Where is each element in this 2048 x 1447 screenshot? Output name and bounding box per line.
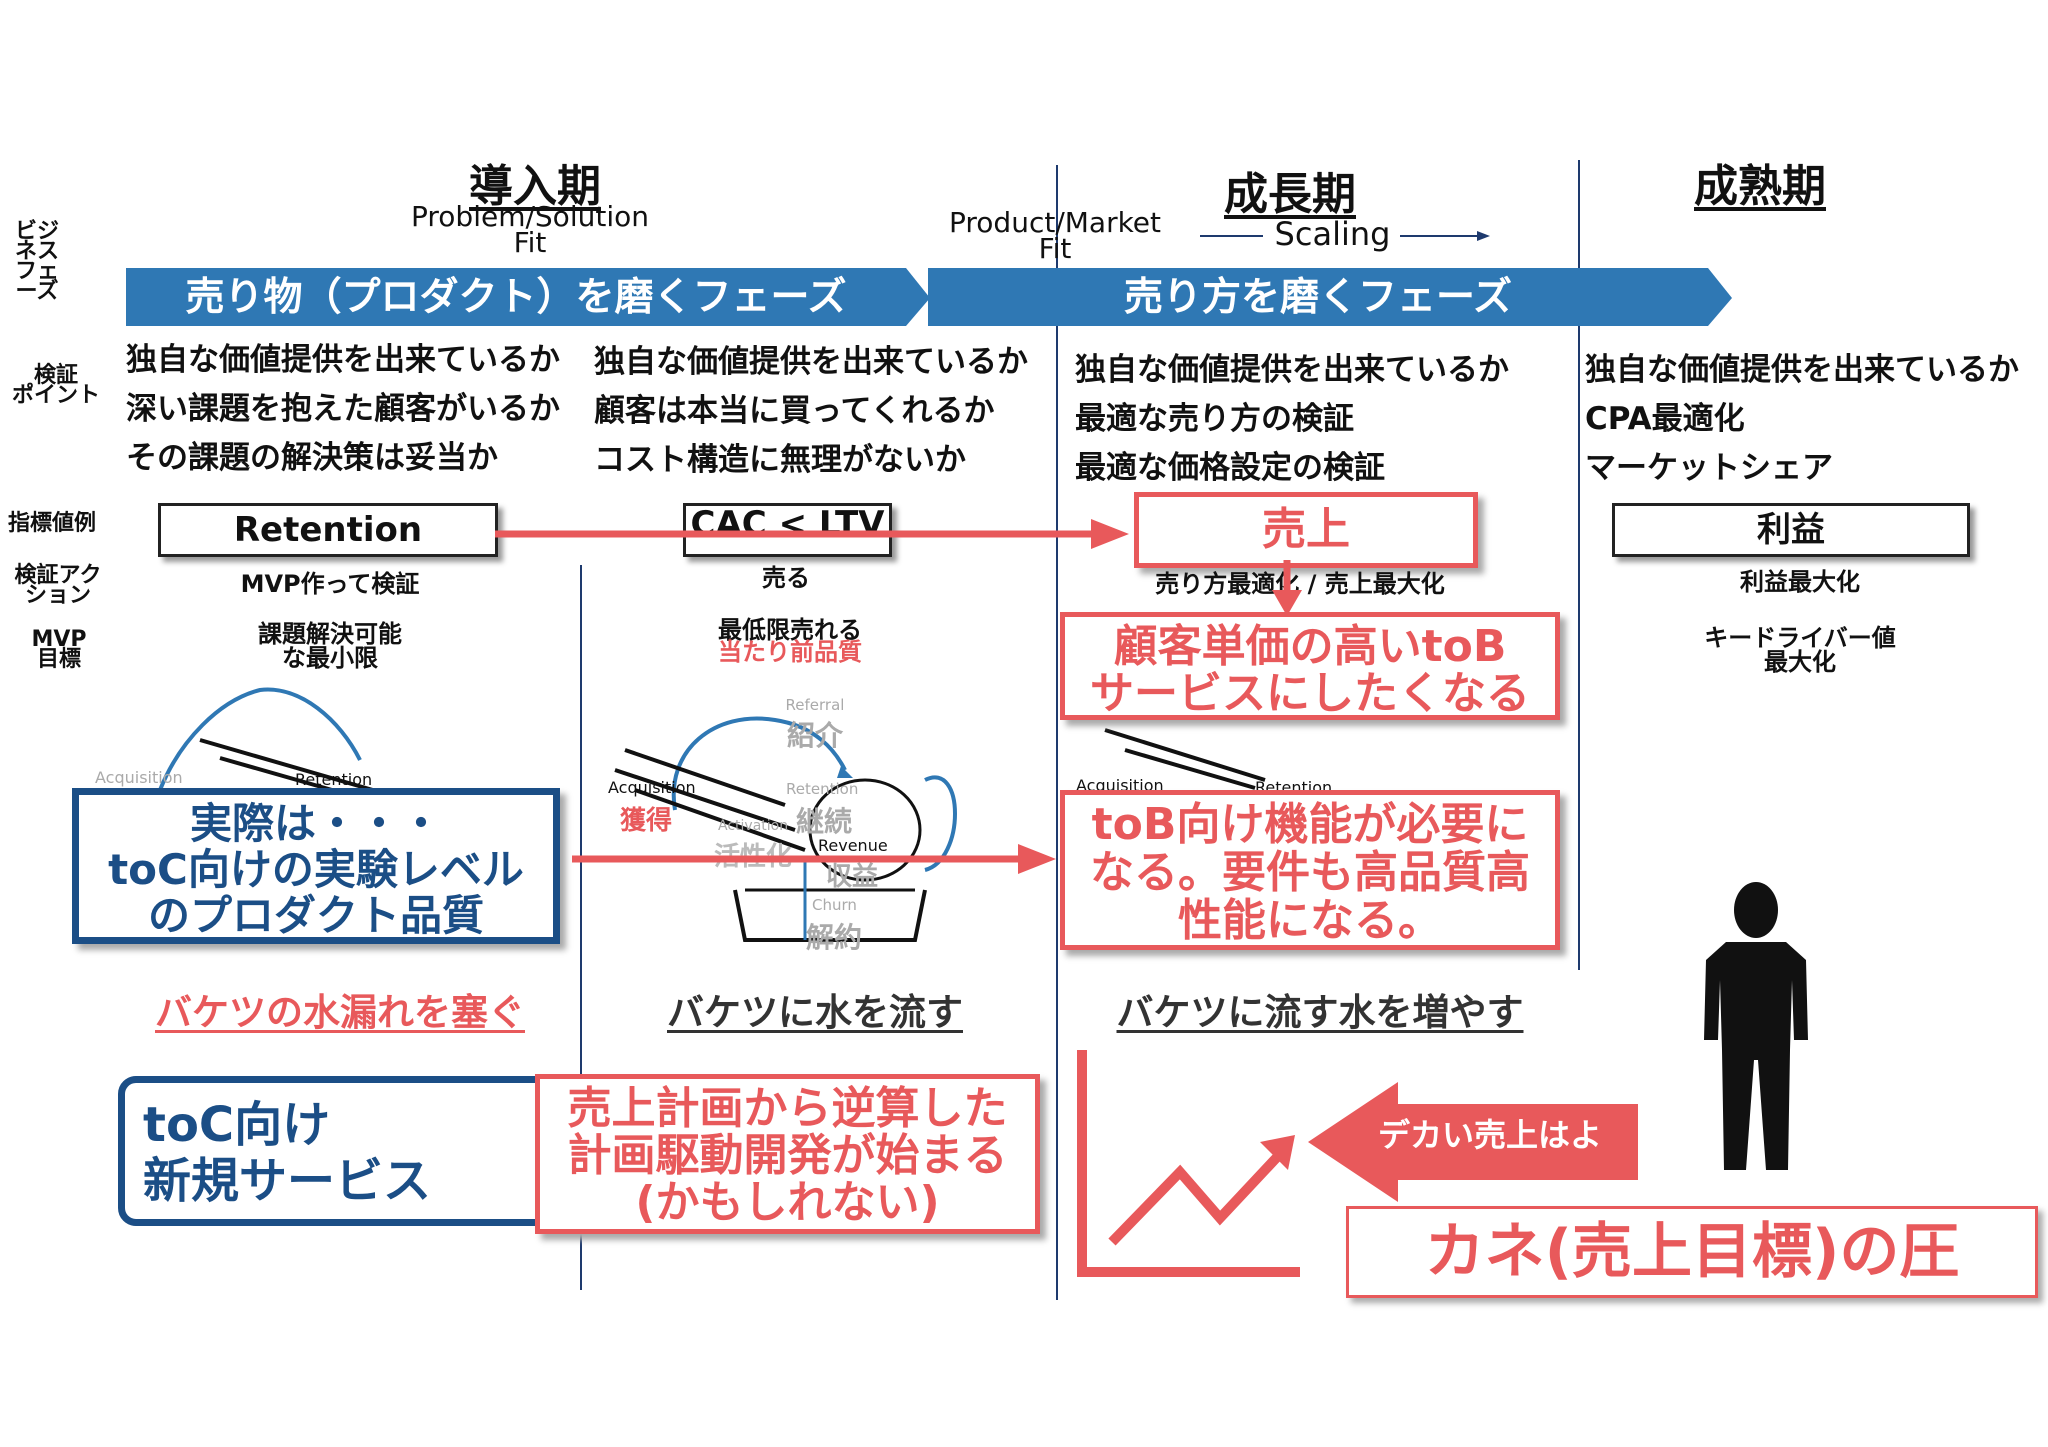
kpi-cac-ltv: CAC < LTV [683, 503, 892, 557]
mvp-col2-b: 当たり前品質 [718, 638, 862, 666]
banner-right [928, 268, 1732, 326]
row-label-metric-example: 指標値例 [8, 511, 97, 536]
row-label-business-phase: ビジネス フェーズ [14, 219, 59, 304]
callout-toc-new: toC向け 新規サービス [118, 1076, 558, 1226]
scaling-label: Scaling [1274, 215, 1391, 253]
check-points-col3: 独自な価値提供を出来ているか 最適な売り方の検証 最適な価格設定の検証 [1075, 352, 1509, 486]
growth-chart-icon [1077, 1050, 1300, 1277]
funnel-col2-churn: Churn [812, 896, 857, 914]
callout-money-pressure: カネ(売上目標)の圧 [1346, 1206, 2038, 1298]
check-points-col1: 独自な価値提供を出来ているか 深い課題を抱えた顧客がいるか その課題の解決策は妥… [126, 342, 560, 476]
callout-reality: 実際は・・・ toC向けの実験レベル のプロダクト品質 [72, 788, 560, 944]
banner-left [126, 268, 930, 326]
check-points-col2: 独自な価値提供を出来ているか 顧客は本当に買ってくれるか コスト構造に無理がない… [594, 344, 1028, 478]
kpi-profit: 利益 [1612, 503, 1970, 557]
arrow-reality-to-tob [572, 844, 1056, 874]
funnel-col2-retention: Retention [786, 780, 859, 798]
funnel-diagram-col3 [1104, 728, 1266, 790]
funnel-col2-referral-jp: 紹介 [786, 719, 843, 752]
callout-tob-features: toB向け機能が必要に なる。要件も高品質高 性能になる。 [1060, 790, 1560, 950]
funnel-col2-referral: Referral [785, 696, 845, 714]
funnel-diagram-col2 [614, 716, 957, 942]
action-col4: 利益最大化 [1740, 568, 1860, 596]
arrow-sales-down [1272, 560, 1302, 616]
divider-line-1 [580, 565, 582, 1290]
bucket-caption-col1: バケツの水漏れを塞ぐ [155, 991, 525, 1034]
funnel-col2-revenue-jp: 収益 [826, 862, 879, 892]
person-silhouette-icon [1704, 882, 1808, 1170]
row-label-check-point: 検証 ポイント [11, 363, 100, 408]
funnel-col2-acquisition-jp: 獲得 [620, 806, 673, 836]
mvp-col1: 課題解決可能 な最小限 [258, 620, 402, 672]
scaling-arrow [1200, 231, 1490, 241]
funnel-col2-revenue: Revenue [818, 836, 888, 855]
action-col2: 売る [762, 564, 810, 592]
callout-tob-price: 顧客単価の高いtoB サービスにしたくなる [1060, 612, 1560, 720]
callout-plan-driven: 売上計画から逆算した 計画駆動開発が始まる (かもしれない) [535, 1074, 1040, 1234]
phase-sub-intro: Problem/Solution Fit [411, 200, 649, 259]
banner-left-label: 売り物（プロダクト）を磨くフェーズ [185, 275, 847, 320]
bucket-caption-col3: バケツに流す水を増やす [1116, 991, 1524, 1034]
action-col1: MVP作って検証 [240, 570, 420, 598]
divider-line-2 [1056, 165, 1058, 1300]
funnel-col2-acquisition: Acquisition [608, 778, 696, 797]
check-points-col4: 独自な価値提供を出来ているか CPA最適化 マーケットシェア [1585, 352, 2019, 486]
mvp-col2-a: 最低限売れる [718, 616, 862, 644]
banner-right-label: 売り方を磨くフェーズ [1123, 275, 1513, 320]
funnel-col1-acquisition: Acquisition [95, 768, 183, 787]
big-sales-label: デカい売上はよ [1377, 1116, 1602, 1154]
phase-title-mature: 成熟期 [1694, 161, 1826, 212]
phase-sub-growth: Product/Market Fit [949, 206, 1161, 265]
funnel-col2-churn-jp: 解約 [806, 921, 863, 954]
divider-line-3 [1578, 160, 1580, 970]
row-label-mvp-goal: MVP 目標 [31, 627, 87, 672]
row-label-check-action: 検証アク ション [14, 563, 102, 608]
phase-title-intro: 導入期 [469, 161, 601, 212]
arrow-retention-to-sales [495, 519, 1129, 549]
kpi-sales: 売上 [1134, 492, 1478, 568]
funnel-col2-retention-jp: 継続 [796, 805, 853, 838]
mvp-col4: キードライバー値 最大化 [1704, 624, 1896, 676]
phase-title-growth: 成長期 [1224, 169, 1356, 220]
big-sales-arrow [1308, 1082, 1638, 1202]
kpi-retention: Retention [158, 503, 498, 557]
funnel-col1-retention: Retention [295, 770, 373, 789]
funnel-col2-activation: Activation [718, 818, 789, 834]
bucket-caption-col2: バケツに水を流す [667, 991, 963, 1034]
